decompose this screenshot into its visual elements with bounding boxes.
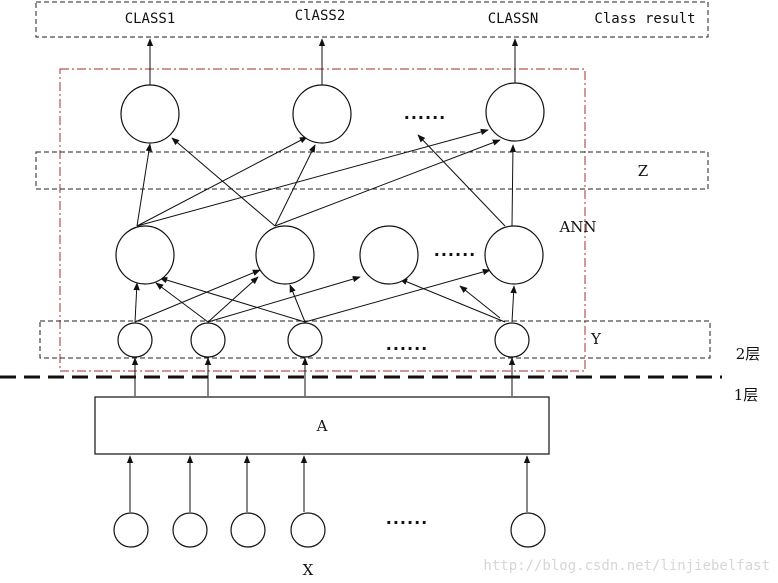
edge-yn-h3 <box>399 278 506 323</box>
edge-h2-o2 <box>274 144 316 227</box>
edge-h1-o1 <box>136 143 153 227</box>
y-label: Y <box>590 330 602 348</box>
class-result-box <box>35 1 709 38</box>
edge-hn-on <box>509 144 517 227</box>
hidden-node-2 <box>255 225 315 285</box>
y-node-2 <box>190 322 226 358</box>
x-node-n <box>510 512 546 548</box>
z-label: Z <box>638 162 648 180</box>
edge-y1-h2 <box>134 269 261 323</box>
edge-y3-hn <box>304 268 491 323</box>
output-node-n <box>485 82 545 142</box>
edge-h1-on <box>136 128 489 227</box>
edge-y2-h2 <box>207 276 259 323</box>
y-ellipsis: ...... <box>386 335 428 354</box>
class1-label: CLASS1 <box>125 11 176 27</box>
x-node-1 <box>113 512 149 548</box>
edge-h2-o1 <box>171 137 276 227</box>
y-node-1 <box>117 322 153 358</box>
edge-yn-hn <box>510 285 517 323</box>
class-result-caption: Class result <box>594 11 695 27</box>
a-label: A <box>316 417 328 435</box>
x-node-4 <box>290 512 326 548</box>
layer1-label: 1层 <box>734 386 759 404</box>
hidden-node-n <box>484 225 544 285</box>
y-node-n <box>494 322 530 358</box>
z-layer-box <box>35 151 709 190</box>
ann-label: ANN <box>558 218 596 236</box>
y-node-3 <box>287 322 323 358</box>
class2-label: ClASS2 <box>295 8 346 24</box>
edge-y3-h2 <box>289 284 306 323</box>
hidden-node-3 <box>359 225 419 285</box>
x-ellipsis: ...... <box>386 509 428 528</box>
edge-y2-h1 <box>155 282 209 323</box>
x-node-3 <box>230 512 266 548</box>
watermark: http://blog.csdn.net/linjiebelfast <box>483 558 770 574</box>
classn-label: CLASSN <box>488 11 539 27</box>
hidden-node-1 <box>115 225 175 285</box>
output-ellipsis: ...... <box>404 104 446 123</box>
x-node-2 <box>172 512 208 548</box>
edge-y2-h3 <box>207 275 361 323</box>
edge-yn-dots <box>459 285 501 319</box>
edge-hn-dots <box>417 134 506 227</box>
edge-h1-o2 <box>136 136 308 227</box>
layer2-label: 2层 <box>736 345 761 363</box>
edge-h2-on <box>274 139 501 227</box>
edge-y3-h1 <box>159 277 306 323</box>
edge-y1-h1 <box>133 282 140 323</box>
output-node-2 <box>292 84 352 144</box>
x-label: X <box>303 561 314 579</box>
hidden-ellipsis: ...... <box>434 241 476 260</box>
a-box <box>94 396 550 455</box>
output-node-1 <box>120 84 180 144</box>
y-layer-box <box>39 320 711 359</box>
